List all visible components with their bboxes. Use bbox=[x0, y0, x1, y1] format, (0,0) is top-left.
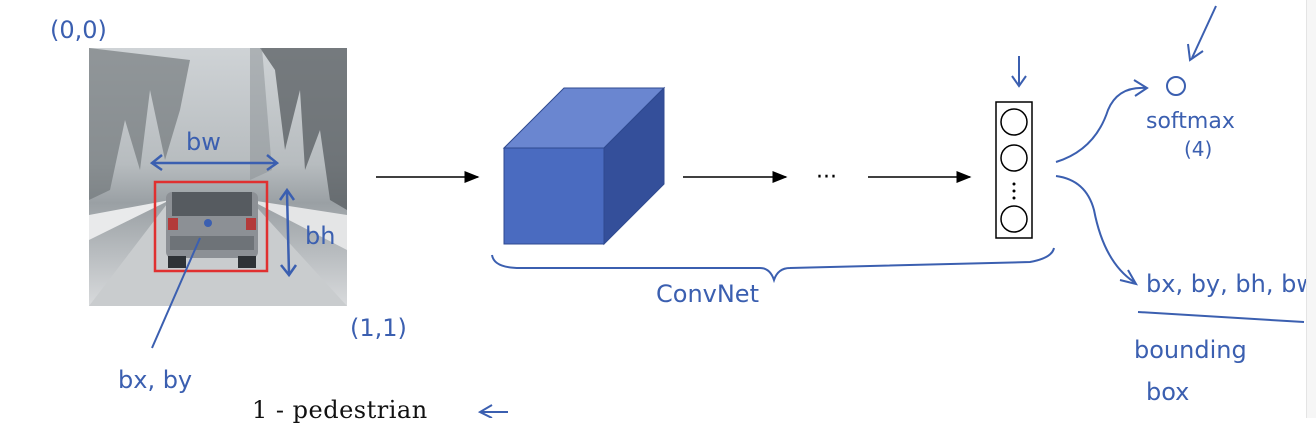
softmax-branch bbox=[1055, 86, 1147, 163]
softmax-node bbox=[1166, 76, 1186, 96]
ellipsis: ··· bbox=[816, 165, 837, 190]
box-params-label: bx, by, bh, bw bbox=[1146, 270, 1306, 298]
box-label: box bbox=[1146, 378, 1189, 406]
class-list-item-1: 1 - pedestrian bbox=[252, 396, 428, 424]
object-localization-diagram: (0,0) bw bh bx, by (1,1) bbox=[50, 5, 1306, 418]
convnet-brace bbox=[491, 247, 1055, 284]
conv-volume-cube bbox=[502, 86, 666, 246]
bbox-branch bbox=[1055, 175, 1135, 283]
origin-label: (0,0) bbox=[50, 16, 107, 44]
corner-label: (1,1) bbox=[350, 314, 407, 342]
box-params-underline bbox=[1137, 311, 1305, 323]
bh-arrow bbox=[285, 191, 291, 275]
car-photo bbox=[89, 48, 347, 306]
softmax-count: (4) bbox=[1184, 137, 1212, 161]
midpoint-pointer bbox=[151, 237, 201, 349]
convnet-label: ConvNet bbox=[656, 280, 759, 308]
output-neuron-column-icon bbox=[995, 101, 1033, 239]
scrollbar[interactable] bbox=[1306, 0, 1316, 418]
bounding-label: bounding bbox=[1134, 336, 1247, 364]
midpoint-dot bbox=[204, 219, 212, 227]
bounding-box bbox=[153, 180, 269, 273]
softmax-label: softmax bbox=[1146, 109, 1235, 134]
softmax-pointer-arrow bbox=[1191, 5, 1217, 59]
bw-label: bw bbox=[186, 128, 221, 156]
bh-label: bh bbox=[305, 222, 335, 250]
bx-by-label: bx, by bbox=[118, 366, 192, 394]
